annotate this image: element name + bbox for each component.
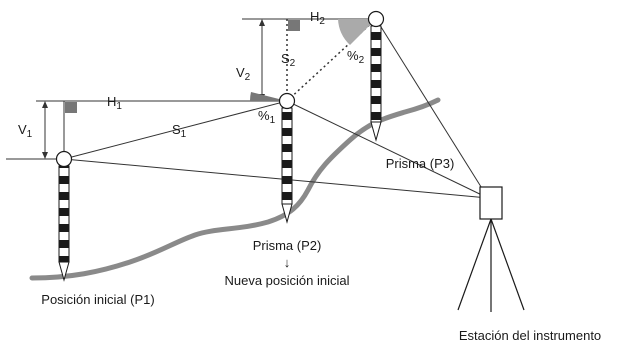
prism-target-p1 <box>55 150 73 168</box>
caption-instrument-station: Estación del instrumento <box>459 328 601 343</box>
sight-line-p3 <box>375 18 489 199</box>
caption-prism-p2: Prisma (P2) <box>253 238 322 253</box>
prism-target-p3 <box>367 10 385 28</box>
label-v1: V1 <box>18 122 33 140</box>
caption-start-position-p1: Posición inicial (P1) <box>41 292 154 307</box>
grade-angle-wedge-1 <box>249 92 287 101</box>
caption-new-start-position: Nueva posición inicial <box>224 273 349 288</box>
label-grade1: %1 <box>258 108 276 126</box>
label-h1: H1 <box>107 94 122 112</box>
prism-pole-p1 <box>58 165 70 282</box>
prism-target-p2 <box>278 92 296 110</box>
label-grade2: %2 <box>347 48 365 66</box>
label-s2: S2 <box>281 51 296 69</box>
sight-line-p1 <box>63 158 489 199</box>
prism-pole-p3 <box>370 25 382 142</box>
instrument-station-icon <box>457 186 525 312</box>
caption-prism-p3: Prisma (P3) <box>386 156 455 171</box>
sight-line-p2 <box>286 100 489 199</box>
v1-arrowhead-top <box>42 101 48 108</box>
slope-distance-s1-line <box>63 100 288 160</box>
label-v2: V2 <box>236 65 251 83</box>
v1-arrowhead-bottom <box>42 152 48 159</box>
label-s1: S1 <box>172 122 187 140</box>
label-h2: H2 <box>310 9 325 27</box>
grade-angle-wedge-2 <box>338 19 376 45</box>
caption-arrow-down: ↓ <box>284 255 291 270</box>
terrain-line <box>29 97 441 281</box>
v2-arrowhead-top <box>259 19 265 26</box>
right-angle-marker-p1 <box>65 102 77 113</box>
prism-pole-p2 <box>281 107 293 224</box>
right-angle-marker-p2 <box>288 20 300 31</box>
